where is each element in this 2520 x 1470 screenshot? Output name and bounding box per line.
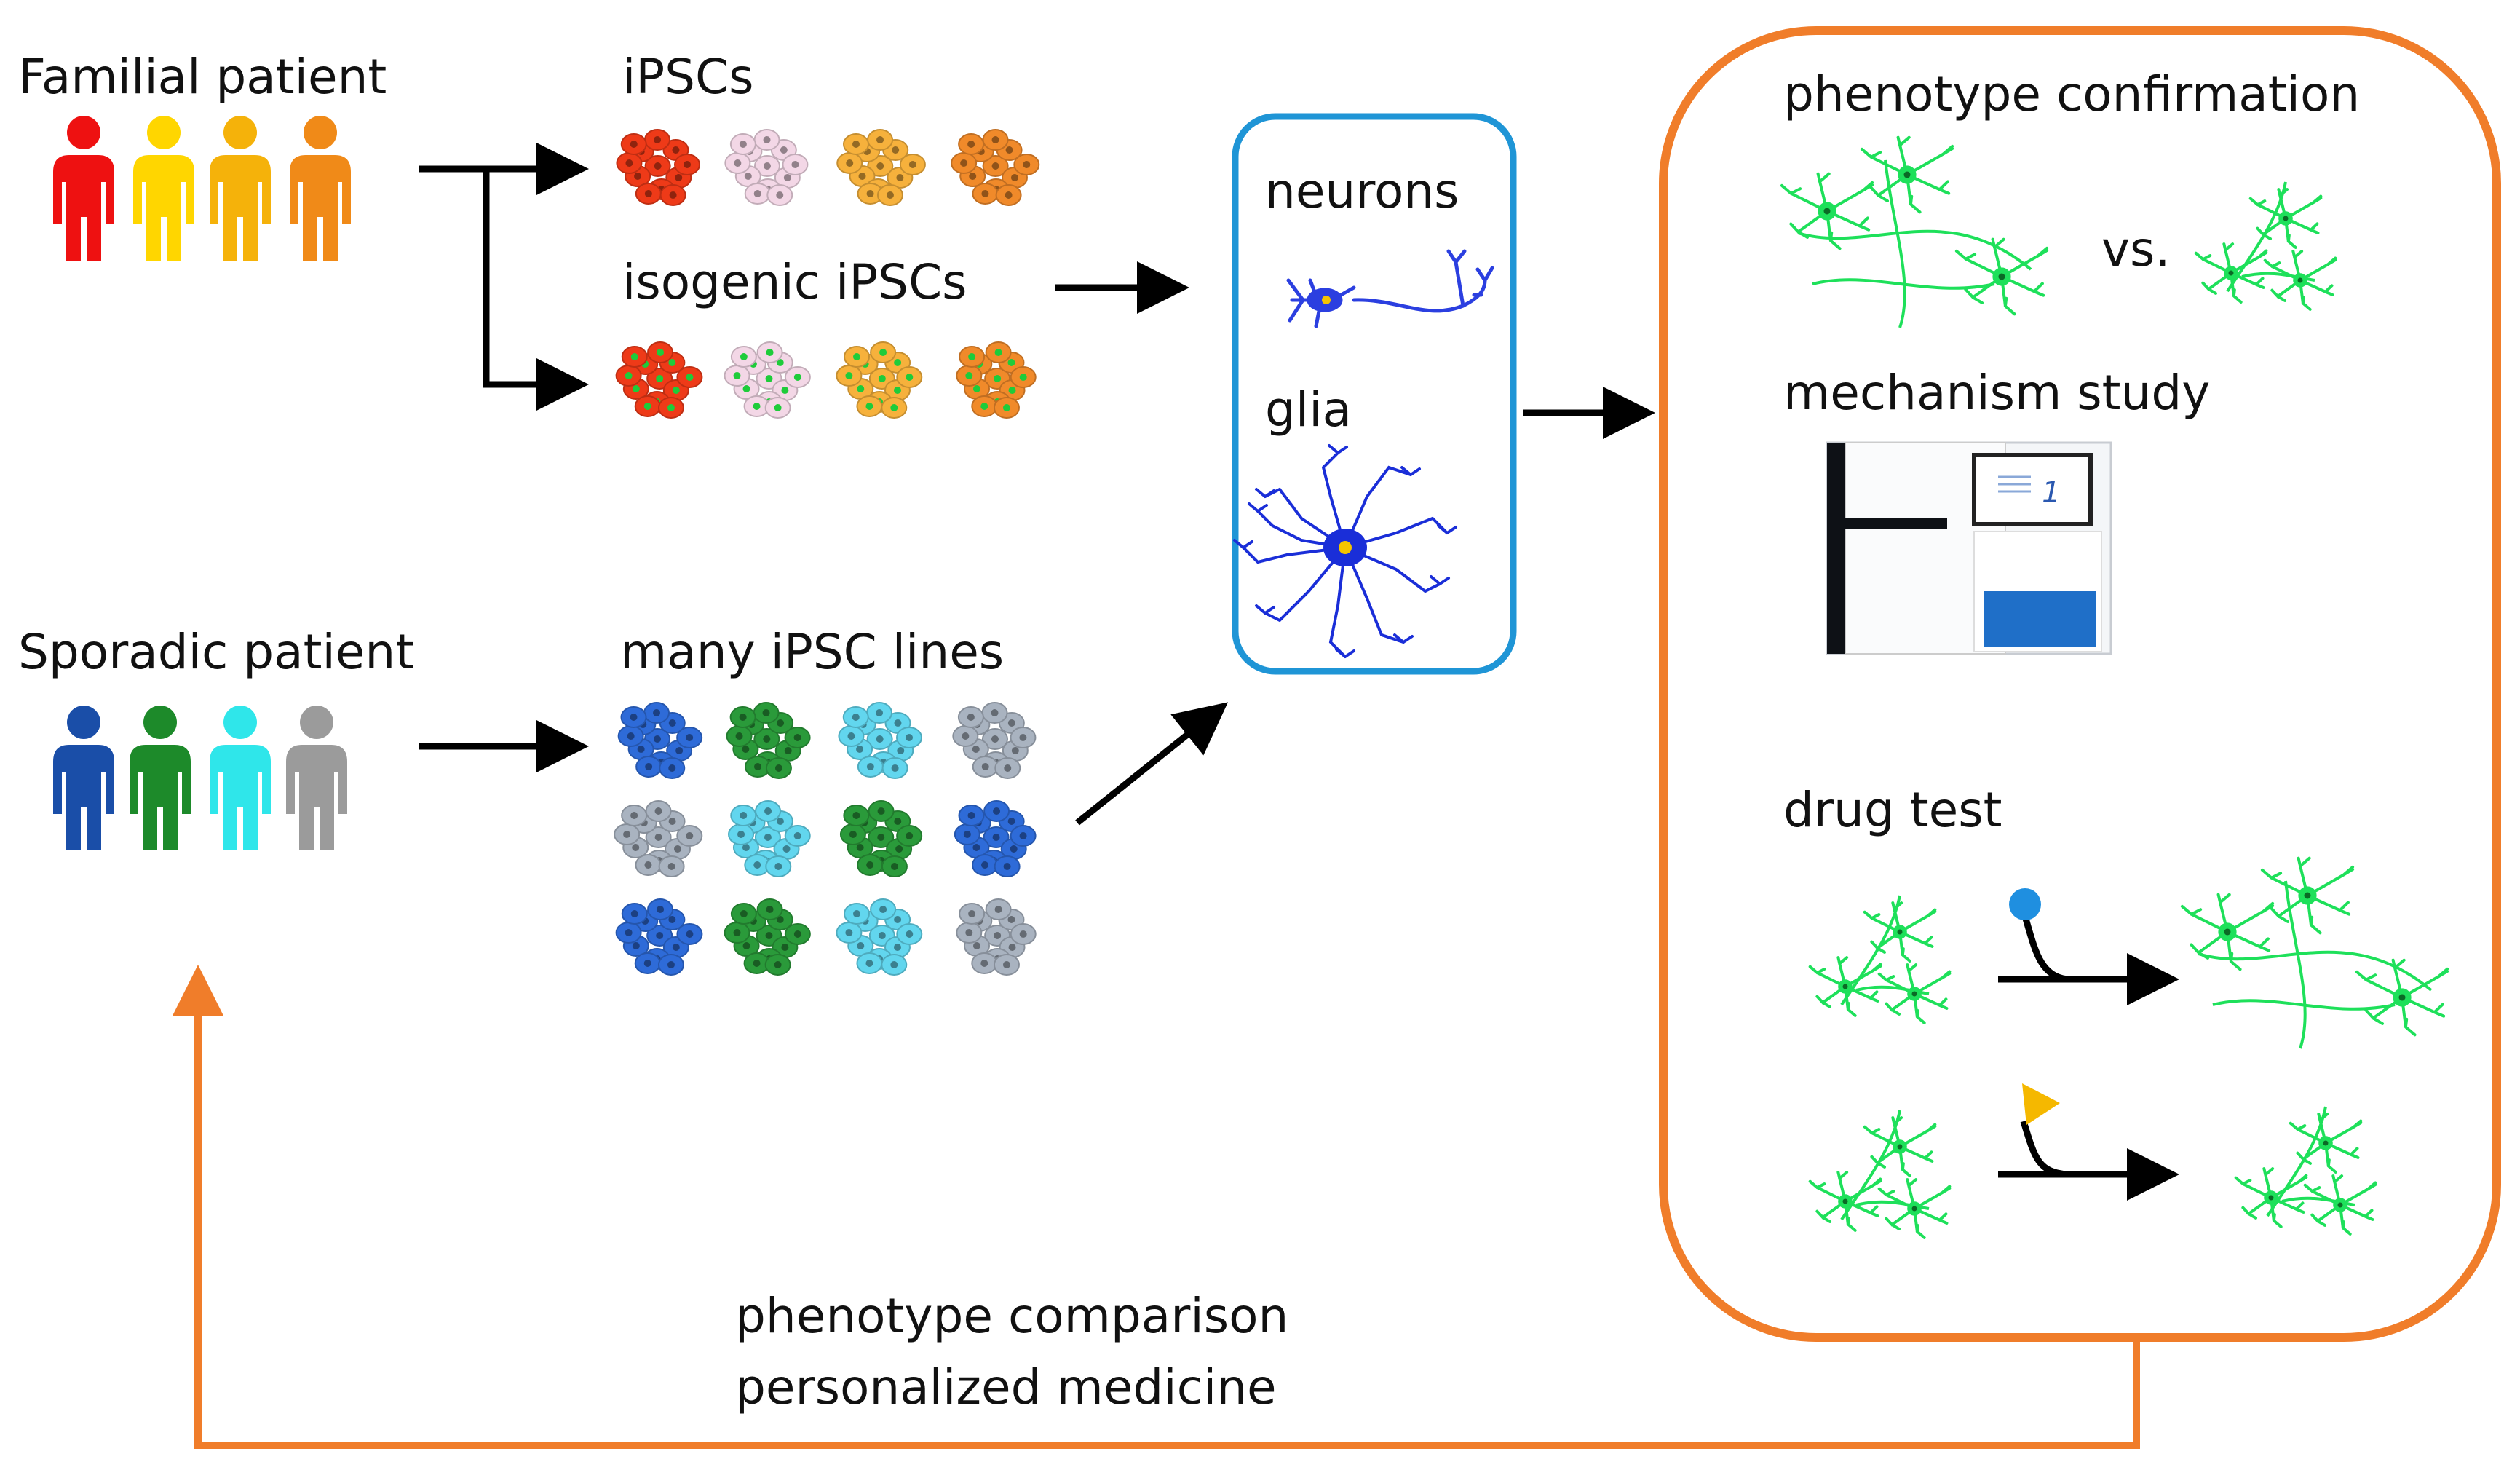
green-neuron-icon [1863,1116,1937,1177]
green-neuron-icon [2234,1167,2308,1228]
small-neuron-cluster [2234,1106,2377,1236]
neuron-clusters [1780,135,2449,1239]
green-neuron-icon [1780,172,1874,250]
ipsc-colony-icon [615,341,703,419]
familial-patient-label: Familial patient [18,49,387,105]
phenotype-comparison-label: phenotype comparison [735,1288,1288,1344]
ipsc-colony-icon [836,898,923,976]
drug-circle-icon [2009,888,2041,920]
ipsc-colony-icon [724,129,809,206]
ipsc-colony-icon [726,702,811,779]
drug-triangle-icon [2022,1083,2060,1125]
feedback-arrow [173,965,2140,1449]
vs-label: vs. [2101,221,2170,277]
outcomes-frame [1659,26,2501,1342]
ipsc-colony-icon [616,129,701,206]
person-icon [53,116,114,261]
ipsc-colony-icon [617,702,703,779]
person-icon [53,706,114,850]
differentiated-cells-frame [1232,113,1517,675]
green-neuron-icon [1863,901,1937,963]
personalized-medicine-label: personalized medicine [735,1359,1277,1415]
sporadic-people-group [53,706,347,850]
small-neuron-cluster [1808,895,1952,1024]
green-neuron-icon [2289,1113,2363,1174]
drug-test-label: drug test [1783,782,2002,838]
person-icon [210,116,271,261]
green-neuron-icon [1877,963,1952,1024]
green-neuron-icon [1808,956,1882,1017]
ipsc-colony-icon [615,898,703,976]
ipsc-colony-icon [951,129,1040,206]
ipsc-colony-icon [836,129,926,206]
green-neuron-icon [2303,1174,2377,1236]
person-icon [290,116,351,261]
green-neuron-icon [2260,856,2355,935]
glia-icon [1233,444,1457,658]
green-neuron-icon [1954,237,2049,316]
phenotype-confirmation-label: phenotype confirmation [1783,66,2360,122]
isogenic-ipsc-colonies-row [615,341,1037,419]
small-neuron-cluster [1808,1110,1952,1239]
lab-instrument-icon: 1 [1826,441,2112,655]
ipscs-label: iPSCs [622,49,754,105]
isogenic-ipscs-label: isogenic iPSCs [622,254,967,310]
ipsc-colony-icon [956,898,1037,976]
green-neuron-icon [1860,135,1954,214]
glia-label: glia [1265,382,1352,438]
green-neuron-icon [2355,958,2449,1037]
many-ipsc-lines-label: many iPSC lines [620,624,1004,680]
green-neuron-icon [2263,250,2337,311]
green-neuron-icon [2248,188,2323,249]
large-neuron-cluster [1780,135,2049,328]
neurons-label: neurons [1265,163,1459,219]
person-icon [210,706,271,850]
green-neuron-icon [2180,893,2275,971]
sporadic-patient-label: Sporadic patient [18,624,414,680]
ipsc-colonies-row [616,129,1040,206]
neuron-icon [1286,249,1494,328]
large-neuron-cluster [2180,856,2449,1049]
familial-people-group [53,116,351,261]
drug-test-arrows [1998,910,2179,1201]
ipsc-colony-icon [838,702,923,779]
ipsc-colony-icon [839,800,923,877]
ipsc-colony-icon [728,800,811,877]
mechanism-study-label: mechanism study [1783,365,2210,421]
ipsc-colony-icon [952,702,1037,779]
person-icon [133,116,194,261]
green-neuron-icon [1808,1171,1882,1232]
many-ipsc-lines-grid [614,702,1037,976]
green-neuron-icon [1877,1178,1952,1239]
small-neuron-cluster [2194,181,2337,311]
lines-to-cells-arrow [1075,702,1229,826]
green-neuron-icon [2194,242,2268,304]
ipsc-colony-icon [614,800,703,877]
ipsc-colony-icon [724,898,811,976]
person-icon [130,706,191,850]
familial-branch-arrows [419,143,589,411]
ipsc-colony-icon [724,341,811,419]
person-icon [286,706,347,850]
ipsc-colony-icon [836,341,923,419]
ipsc-colony-icon [956,341,1037,419]
svg-text:1: 1 [2042,476,2060,510]
ipsc-colony-icon [954,800,1037,877]
